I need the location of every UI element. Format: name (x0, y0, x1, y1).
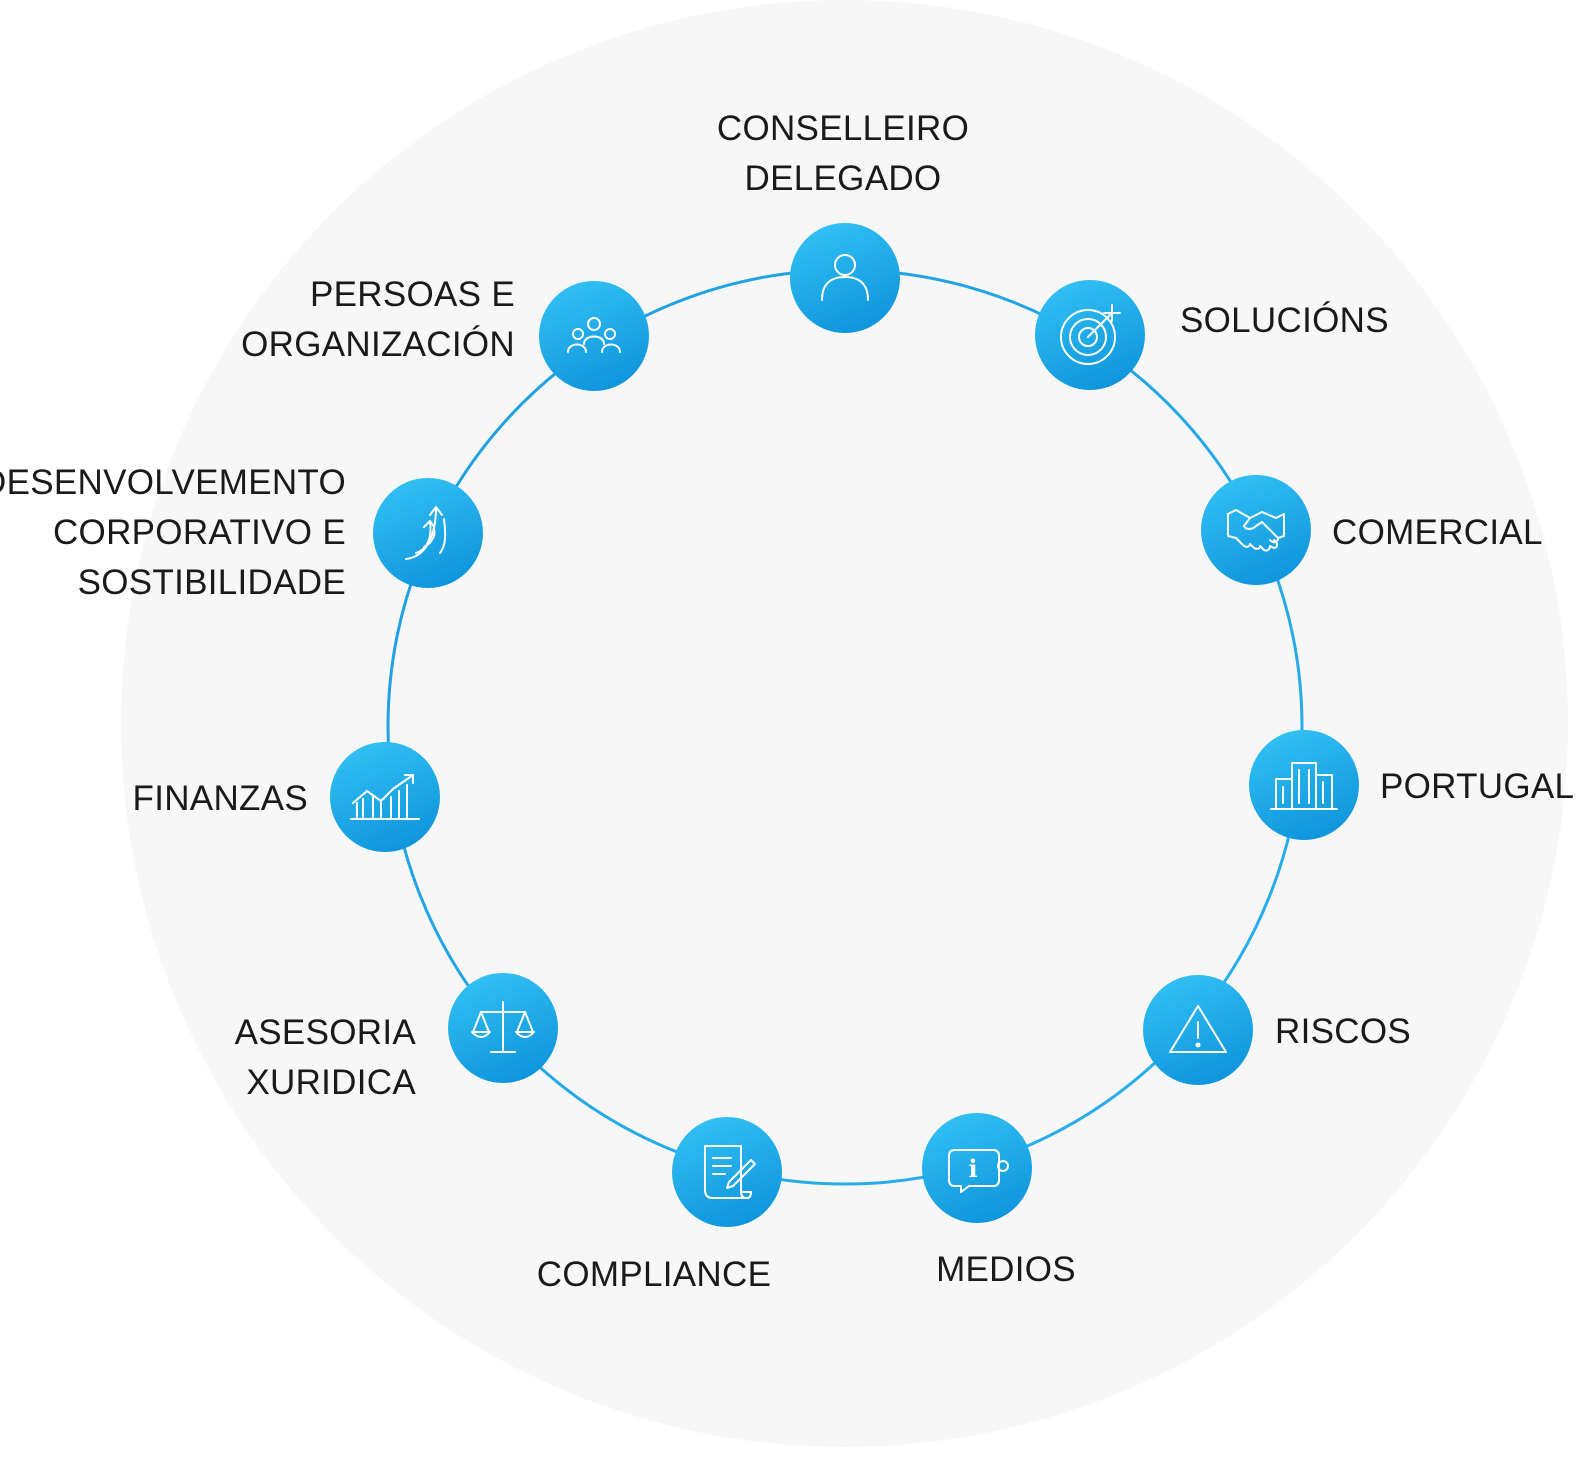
node-medios: i (922, 1113, 1032, 1223)
label-comercial: COMERCIAL (1332, 513, 1543, 552)
warning-icon (1169, 1005, 1227, 1053)
label-conselleiro-delegado: CONSELLEIRO DELEGADO (716, 109, 970, 198)
label-persoas-e-organizacion: PERSOAS E ORGANIZACIÓN (241, 275, 515, 364)
chart-icon (350, 774, 420, 820)
node-conselleiro-delegado (790, 223, 900, 333)
label-riscos: RISCOS (1275, 1012, 1411, 1051)
label-asesoria-xuridica: ASESORIA XURIDICA (234, 1013, 416, 1102)
buildings-icon (1270, 762, 1338, 810)
node-comercial (1201, 475, 1311, 585)
target-icon (1060, 304, 1121, 365)
node-finanzas (330, 742, 440, 852)
label-medios: MEDIOS (936, 1250, 1076, 1289)
label-finanzas: FINANZAS (132, 779, 308, 818)
scales-icon (471, 1001, 535, 1053)
label-portugal: PORTUGAL (1380, 767, 1575, 806)
svg-text:i: i (968, 1154, 977, 1183)
node-persoas-e-organizacion (539, 281, 649, 391)
node-compliance (672, 1117, 782, 1227)
info-chat-icon: i (948, 1149, 1009, 1193)
document-pen-icon (704, 1145, 756, 1199)
node-asesoria-xuridica (448, 973, 558, 1083)
handshake-icon (1227, 509, 1285, 552)
label-solucions: SOLUCIÓNS (1180, 301, 1389, 340)
label-compliance: COMPLIANCE (536, 1255, 772, 1294)
node-riscos (1143, 975, 1253, 1085)
node-solucions (1035, 280, 1145, 390)
person-icon (821, 254, 869, 301)
node-desenvolvemento (373, 478, 483, 588)
team-icon (567, 317, 621, 353)
growth-arrows-icon (405, 506, 447, 560)
node-portugal (1249, 730, 1359, 840)
label-desenvolvemento: DESENVOLVEMENTO CORPORATIVO E SOSTIBILID… (0, 463, 346, 602)
